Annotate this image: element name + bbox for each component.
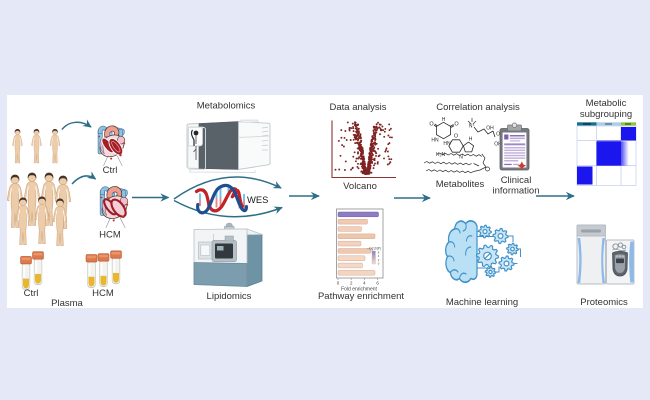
svg-text:2: 2 bbox=[378, 258, 380, 262]
svg-text:Lipidomics: Lipidomics bbox=[207, 291, 252, 302]
svg-text:H: H bbox=[469, 137, 473, 143]
svg-text:Proteomics: Proteomics bbox=[580, 297, 628, 308]
svg-text:HCM: HCM bbox=[92, 288, 114, 299]
svg-text:Plasma: Plasma bbox=[51, 298, 83, 309]
svg-text:4: 4 bbox=[378, 254, 380, 258]
svg-text:subgrouping: subgrouping bbox=[580, 109, 632, 120]
svg-text:H: H bbox=[442, 117, 446, 123]
svg-text:O: O bbox=[429, 122, 434, 128]
svg-text:HN: HN bbox=[443, 141, 451, 147]
svg-text:HN: HN bbox=[431, 138, 439, 144]
svg-text:Data analysis: Data analysis bbox=[329, 102, 386, 113]
svg-text:Pathway enrichment: Pathway enrichment bbox=[318, 291, 404, 302]
svg-text:Ctrl: Ctrl bbox=[24, 288, 39, 299]
svg-text:N: N bbox=[459, 155, 463, 161]
svg-text:−log10(P): −log10(P) bbox=[367, 247, 381, 251]
svg-text:Metabolomics: Metabolomics bbox=[197, 101, 256, 112]
svg-text:Machine learning: Machine learning bbox=[446, 297, 518, 308]
svg-text:Ctrl: Ctrl bbox=[103, 165, 118, 176]
svg-text:HCM: HCM bbox=[99, 230, 121, 241]
svg-text:OH: OH bbox=[494, 142, 502, 148]
svg-text:OH: OH bbox=[486, 126, 494, 132]
svg-text:6: 6 bbox=[376, 280, 379, 285]
svg-text:O: O bbox=[454, 134, 459, 140]
svg-text:Volcano: Volcano bbox=[343, 181, 377, 192]
svg-text:Clinical: Clinical bbox=[501, 175, 532, 186]
svg-text:Metabolic: Metabolic bbox=[586, 98, 627, 109]
svg-text:Metabolites: Metabolites bbox=[436, 179, 485, 190]
svg-text:O: O bbox=[496, 132, 500, 138]
svg-text:6: 6 bbox=[378, 251, 380, 255]
svg-text:0: 0 bbox=[378, 262, 380, 266]
svg-text:N⁺: N⁺ bbox=[469, 124, 476, 130]
svg-text:Fold enrichment: Fold enrichment bbox=[341, 287, 377, 293]
svg-text:WES: WES bbox=[247, 194, 268, 205]
svg-text:information: information bbox=[493, 186, 540, 197]
svg-text:2: 2 bbox=[350, 280, 353, 285]
svg-text:Correlation analysis: Correlation analysis bbox=[436, 102, 520, 113]
svg-text:0: 0 bbox=[337, 280, 340, 285]
svg-text:O: O bbox=[454, 122, 459, 128]
svg-text:H₂N: H₂N bbox=[436, 152, 446, 158]
svg-text:4: 4 bbox=[363, 280, 366, 285]
